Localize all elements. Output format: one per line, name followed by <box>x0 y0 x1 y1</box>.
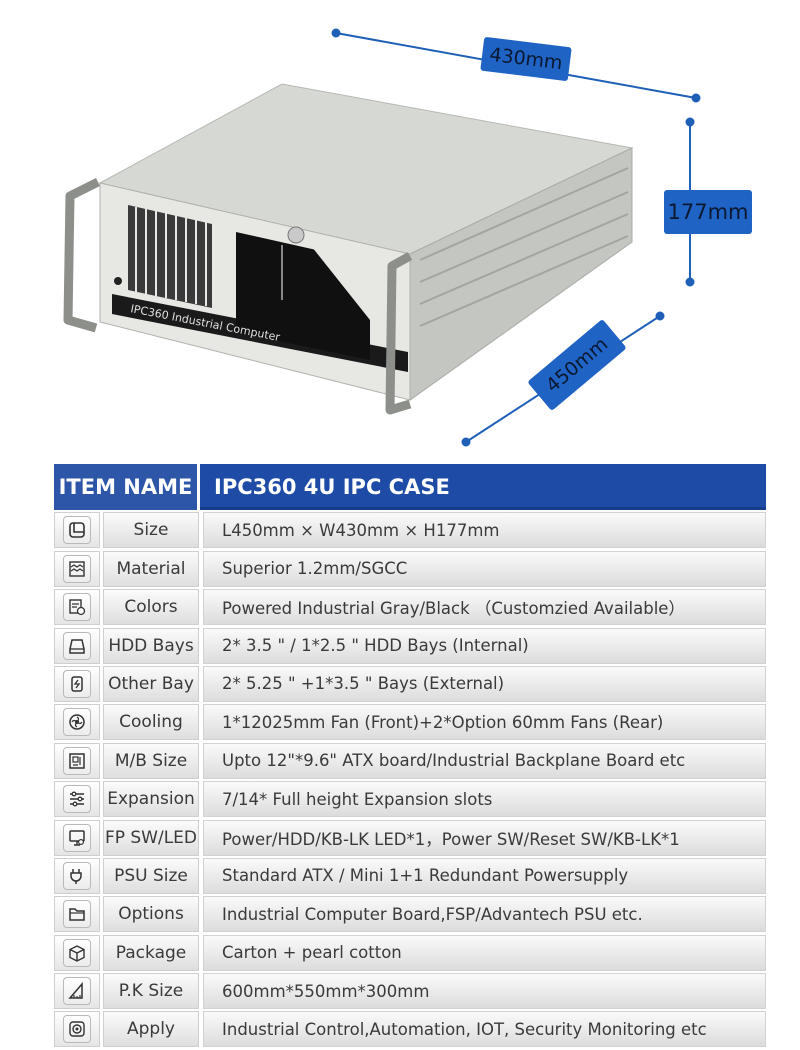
box-icon <box>63 938 91 967</box>
row-icon-cell <box>54 665 100 702</box>
product-image-area: IPC360 Industrial Computer 430mm 177mm 4… <box>0 0 800 465</box>
row-item-name: Material <box>103 550 199 587</box>
table-row-m-b-size: M/B Size Upto 12"*9.6" ATX board/Industr… <box>54 742 766 779</box>
case-illustration: IPC360 Industrial Computer <box>63 28 701 447</box>
row-item-value: L450mm × W430mm × H177mm <box>203 512 766 549</box>
row-item-value: 600mm*550mm*300mm <box>203 973 766 1010</box>
table-row-expansion: Expansion 7/14* Full height Expansion sl… <box>54 781 766 818</box>
row-item-name: Size <box>103 512 199 549</box>
table-row-p-k-size: P.K Size 600mm*550mm*300mm <box>54 973 766 1010</box>
table-row-options: Options Industrial Computer Board,FSP/Ad… <box>54 896 766 933</box>
row-icon-cell <box>54 819 100 856</box>
row-icon-cell <box>54 934 100 971</box>
table-row-other-bay: Other Bay 2* 5.25 " +1*3.5 " Bays (Exter… <box>54 665 766 702</box>
row-item-name: Apply <box>103 1011 199 1048</box>
row-icon-cell <box>54 1011 100 1048</box>
row-item-name: Package <box>103 934 199 971</box>
row-item-value: 1*12025mm Fan (Front)+2*Option 60mm Fans… <box>203 704 766 741</box>
row-icon-cell <box>54 857 100 894</box>
header-item-name: ITEM NAME <box>54 464 200 510</box>
plug-icon <box>63 861 91 890</box>
row-item-value: Industrial Computer Board,FSP/Advantech … <box>203 896 766 933</box>
row-item-value: 2* 3.5 " / 1*2.5 " HDD Bays (Internal) <box>203 627 766 664</box>
row-icon-cell <box>54 973 100 1010</box>
case-body <box>63 83 634 415</box>
row-item-name: Other Bay <box>103 665 199 702</box>
row-item-name: Colors <box>103 589 199 626</box>
row-icon-cell <box>54 589 100 626</box>
row-item-name: Options <box>103 896 199 933</box>
row-icon-cell <box>54 896 100 933</box>
colors-icon <box>63 593 91 622</box>
header-product-title: IPC360 4U IPC CASE <box>200 464 766 510</box>
row-item-name: Cooling <box>103 704 199 741</box>
row-item-value: Powered Industrial Gray/Black （Customzie… <box>203 589 766 626</box>
target-icon <box>63 1015 91 1044</box>
folder-icon <box>63 900 91 929</box>
table-row-hdd-bays: HDD Bays 2* 3.5 " / 1*2.5 " HDD Bays (In… <box>54 627 766 664</box>
other-bay-icon <box>63 669 91 698</box>
row-item-name: HDD Bays <box>103 627 199 664</box>
row-icon-cell <box>54 781 100 818</box>
table-row-apply: Apply Industrial Control,Automation, IOT… <box>54 1011 766 1048</box>
row-item-value: Carton + pearl cotton <box>203 934 766 971</box>
ruler-icon <box>63 977 91 1006</box>
row-icon-cell <box>54 627 100 664</box>
row-icon-cell <box>54 550 100 587</box>
monitor-icon <box>63 823 91 852</box>
table-row-package: Package Carton + pearl cotton <box>54 934 766 971</box>
row-item-name: M/B Size <box>103 742 199 779</box>
row-icon-cell <box>54 704 100 741</box>
row-item-name: Expansion <box>103 781 199 818</box>
row-item-name: PSU Size <box>103 857 199 894</box>
row-item-value: Standard ATX / Mini 1+1 Redundant Powers… <box>203 857 766 894</box>
size-icon <box>63 516 91 545</box>
spec-table-body: Size L450mm × W430mm × H177mm Material S… <box>54 512 766 1048</box>
table-row-colors: Colors Powered Industrial Gray/Black （Cu… <box>54 589 766 626</box>
row-item-value: Upto 12"*9.6" ATX board/Industrial Backp… <box>203 742 766 779</box>
row-item-value: Power/HDD/KB-LK LED*1，Power SW/Reset SW/… <box>203 819 766 856</box>
table-row-cooling: Cooling 1*12025mm Fan (Front)+2*Option 6… <box>54 704 766 741</box>
row-icon-cell <box>54 742 100 779</box>
row-item-value: 2* 5.25 " +1*3.5 " Bays (External) <box>203 665 766 702</box>
row-icon-cell <box>54 512 100 549</box>
sliders-icon <box>63 785 91 814</box>
table-row-psu-size: PSU Size Standard ATX / Mini 1+1 Redunda… <box>54 857 766 894</box>
motherboard-icon <box>63 746 91 775</box>
row-item-value: Industrial Control,Automation, IOT, Secu… <box>203 1011 766 1048</box>
table-row-fp-sw-led: FP SW/LED Power/HDD/KB-LK LED*1，Power SW… <box>54 819 766 856</box>
row-item-name: P.K Size <box>103 973 199 1010</box>
fan-icon <box>63 708 91 737</box>
table-row-material: Material Superior 1.2mm/SGCC <box>54 550 766 587</box>
row-item-name: FP SW/LED <box>103 819 199 856</box>
material-icon <box>63 554 91 583</box>
spec-table-header: ITEM NAME IPC360 4U IPC CASE <box>54 464 766 510</box>
spec-table: ITEM NAME IPC360 4U IPC CASE Size L450mm… <box>54 464 766 1048</box>
row-item-value: Superior 1.2mm/SGCC <box>203 550 766 587</box>
height-dimension-label: 177mm <box>664 190 752 234</box>
hdd-icon <box>63 631 91 660</box>
table-row-size: Size L450mm × W430mm × H177mm <box>54 512 766 549</box>
row-item-value: 7/14* Full height Expansion slots <box>203 781 766 818</box>
